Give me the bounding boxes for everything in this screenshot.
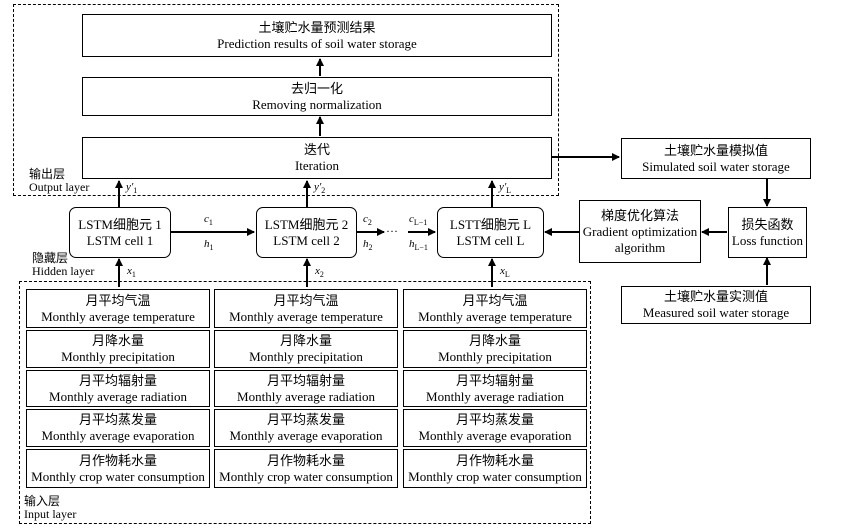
loss-function-zh: 损失函数	[741, 216, 794, 232]
input-layer-label-en: Input layer	[24, 507, 77, 521]
x-l-label: xL	[500, 265, 510, 280]
iteration-en: Iteration	[294, 158, 340, 173]
y-prime-2-label: y′2	[314, 181, 326, 196]
input-layer-label-zh: 输入层	[24, 494, 61, 508]
simulated-storage-zh: 土壤贮水量模拟值	[663, 142, 768, 158]
simulated-storage-box: 土壤贮水量模拟值 Simulated soil water storage	[621, 138, 811, 179]
input-feature-zh: 月平均辐射量	[266, 372, 345, 388]
input-feature-en: Monthly average evaporation	[41, 428, 195, 443]
input-feature-en: Monthly average radiation	[426, 388, 564, 404]
input-feature-en: Monthly average evaporation	[229, 428, 383, 443]
c-l-minus-1-label: cL−1	[409, 213, 428, 228]
measured-storage-en: Measured soil water storage	[642, 305, 790, 320]
input-feature-en: Monthly average temperature	[41, 308, 195, 324]
input-feature-en: Monthly crop water consumption	[219, 468, 393, 484]
input-feature-zh: 月平均气温	[273, 292, 339, 308]
x2-label: x2	[315, 265, 324, 280]
gradient-optimization-en2: algorithm	[614, 239, 666, 255]
input-feature-zh: 月平均蒸发量	[266, 412, 345, 427]
gradient-optimization-en1: Gradient optimization	[582, 223, 698, 239]
denormalization-en: Removing normalization	[252, 96, 382, 112]
lstm-cell-l-zh: LSTT细胞元 L	[449, 216, 532, 232]
h2-label: h2	[363, 238, 373, 253]
input-feature-zh: 月降水量	[279, 333, 332, 348]
input-feature-en: Monthly average radiation	[237, 388, 375, 404]
prediction-result-box: 土壤贮水量预测结果 Prediction results of soil wat…	[82, 14, 552, 57]
prediction-result-zh: 土壤贮水量预测结果	[258, 19, 376, 35]
input-feature-en: Monthly crop water consumption	[408, 468, 582, 484]
input-feature-zh: 月作物耗水量	[78, 452, 157, 468]
lstm-cell-2-zh: LSTM细胞元 2	[264, 216, 349, 232]
input-feature-zh: 月平均辐射量	[78, 372, 157, 388]
input-feature-en: Monthly average evaporation	[418, 428, 572, 443]
input-feature-en: Monthly average temperature	[418, 308, 572, 324]
output-layer-label-zh: 输出层	[29, 167, 66, 181]
gradient-optimization-box: 梯度优化算法 Gradient optimization algorithm	[579, 200, 701, 263]
iteration-zh: 迭代	[303, 142, 330, 157]
y-prime-l-label: y′L	[499, 181, 512, 196]
input-feature-en: Monthly average temperature	[229, 308, 383, 324]
output-layer-label-en: Output layer	[29, 180, 90, 194]
input-feature-zh: 月作物耗水量	[455, 452, 534, 468]
lstm-cell-2-en: LSTM cell 2	[273, 232, 340, 248]
y-prime-1-label: y′1	[126, 181, 138, 196]
measured-storage-box: 土壤贮水量实测值 Measured soil water storage	[621, 286, 811, 324]
output-layer-group	[13, 4, 559, 196]
lstm-cell-1-zh: LSTM细胞元 1	[78, 216, 162, 232]
c2-label: c2	[363, 213, 372, 228]
denormalization-box: 去归一化 Removing normalization	[82, 77, 552, 116]
ellipsis-label: ···	[386, 224, 398, 238]
prediction-result-en: Prediction results of soil water storage	[217, 35, 417, 51]
h1-label: h1	[204, 238, 214, 253]
input-feature-en: Monthly precipitation	[249, 349, 363, 364]
denormalization-zh: 去归一化	[290, 80, 343, 96]
lstm-cell-1-en: LSTM cell 1	[86, 232, 154, 248]
h-l-minus-1-label: hL−1	[409, 238, 428, 253]
lstm-cell-2: LSTM细胞元 2 LSTM cell 2	[256, 207, 357, 258]
input-feature-zh: 月降水量	[91, 333, 144, 348]
c1-label: c1	[204, 213, 213, 228]
input-feature-en: Monthly precipitation	[438, 349, 552, 364]
input-feature-zh: 月平均气温	[462, 292, 528, 308]
input-feature-zh: 月降水量	[468, 333, 521, 348]
input-layer-group	[19, 281, 591, 524]
input-feature-zh: 月平均蒸发量	[455, 412, 534, 427]
x1-label: x1	[127, 265, 136, 280]
input-feature-en: Monthly precipitation	[61, 349, 175, 364]
input-feature-zh: 月作物耗水量	[266, 452, 345, 468]
input-feature-zh: 月平均气温	[85, 292, 151, 308]
loss-function-en: Loss function	[731, 232, 804, 248]
simulated-storage-en: Simulated soil water storage	[642, 158, 790, 174]
lstm-cell-l: LSTT细胞元 L LSTM cell L	[437, 207, 544, 258]
input-feature-en: Monthly crop water consumption	[31, 468, 205, 484]
input-feature-en: Monthly average radiation	[49, 388, 187, 404]
input-feature-zh: 月平均辐射量	[455, 372, 534, 388]
hidden-layer-label-en: Hidden layer	[32, 264, 95, 278]
iteration-box: 迭代 Iteration	[82, 137, 552, 179]
gradient-optimization-zh: 梯度优化算法	[600, 207, 679, 223]
lstm-cell-l-en: LSTM cell L	[456, 232, 525, 248]
measured-storage-zh: 土壤贮水量实测值	[663, 289, 768, 304]
hidden-layer-label-zh: 隐藏层	[32, 251, 69, 265]
input-feature-zh: 月平均蒸发量	[78, 412, 157, 427]
lstm-cell-1: LSTM细胞元 1 LSTM cell 1	[69, 207, 171, 258]
loss-function-box: 损失函数 Loss function	[728, 207, 807, 258]
